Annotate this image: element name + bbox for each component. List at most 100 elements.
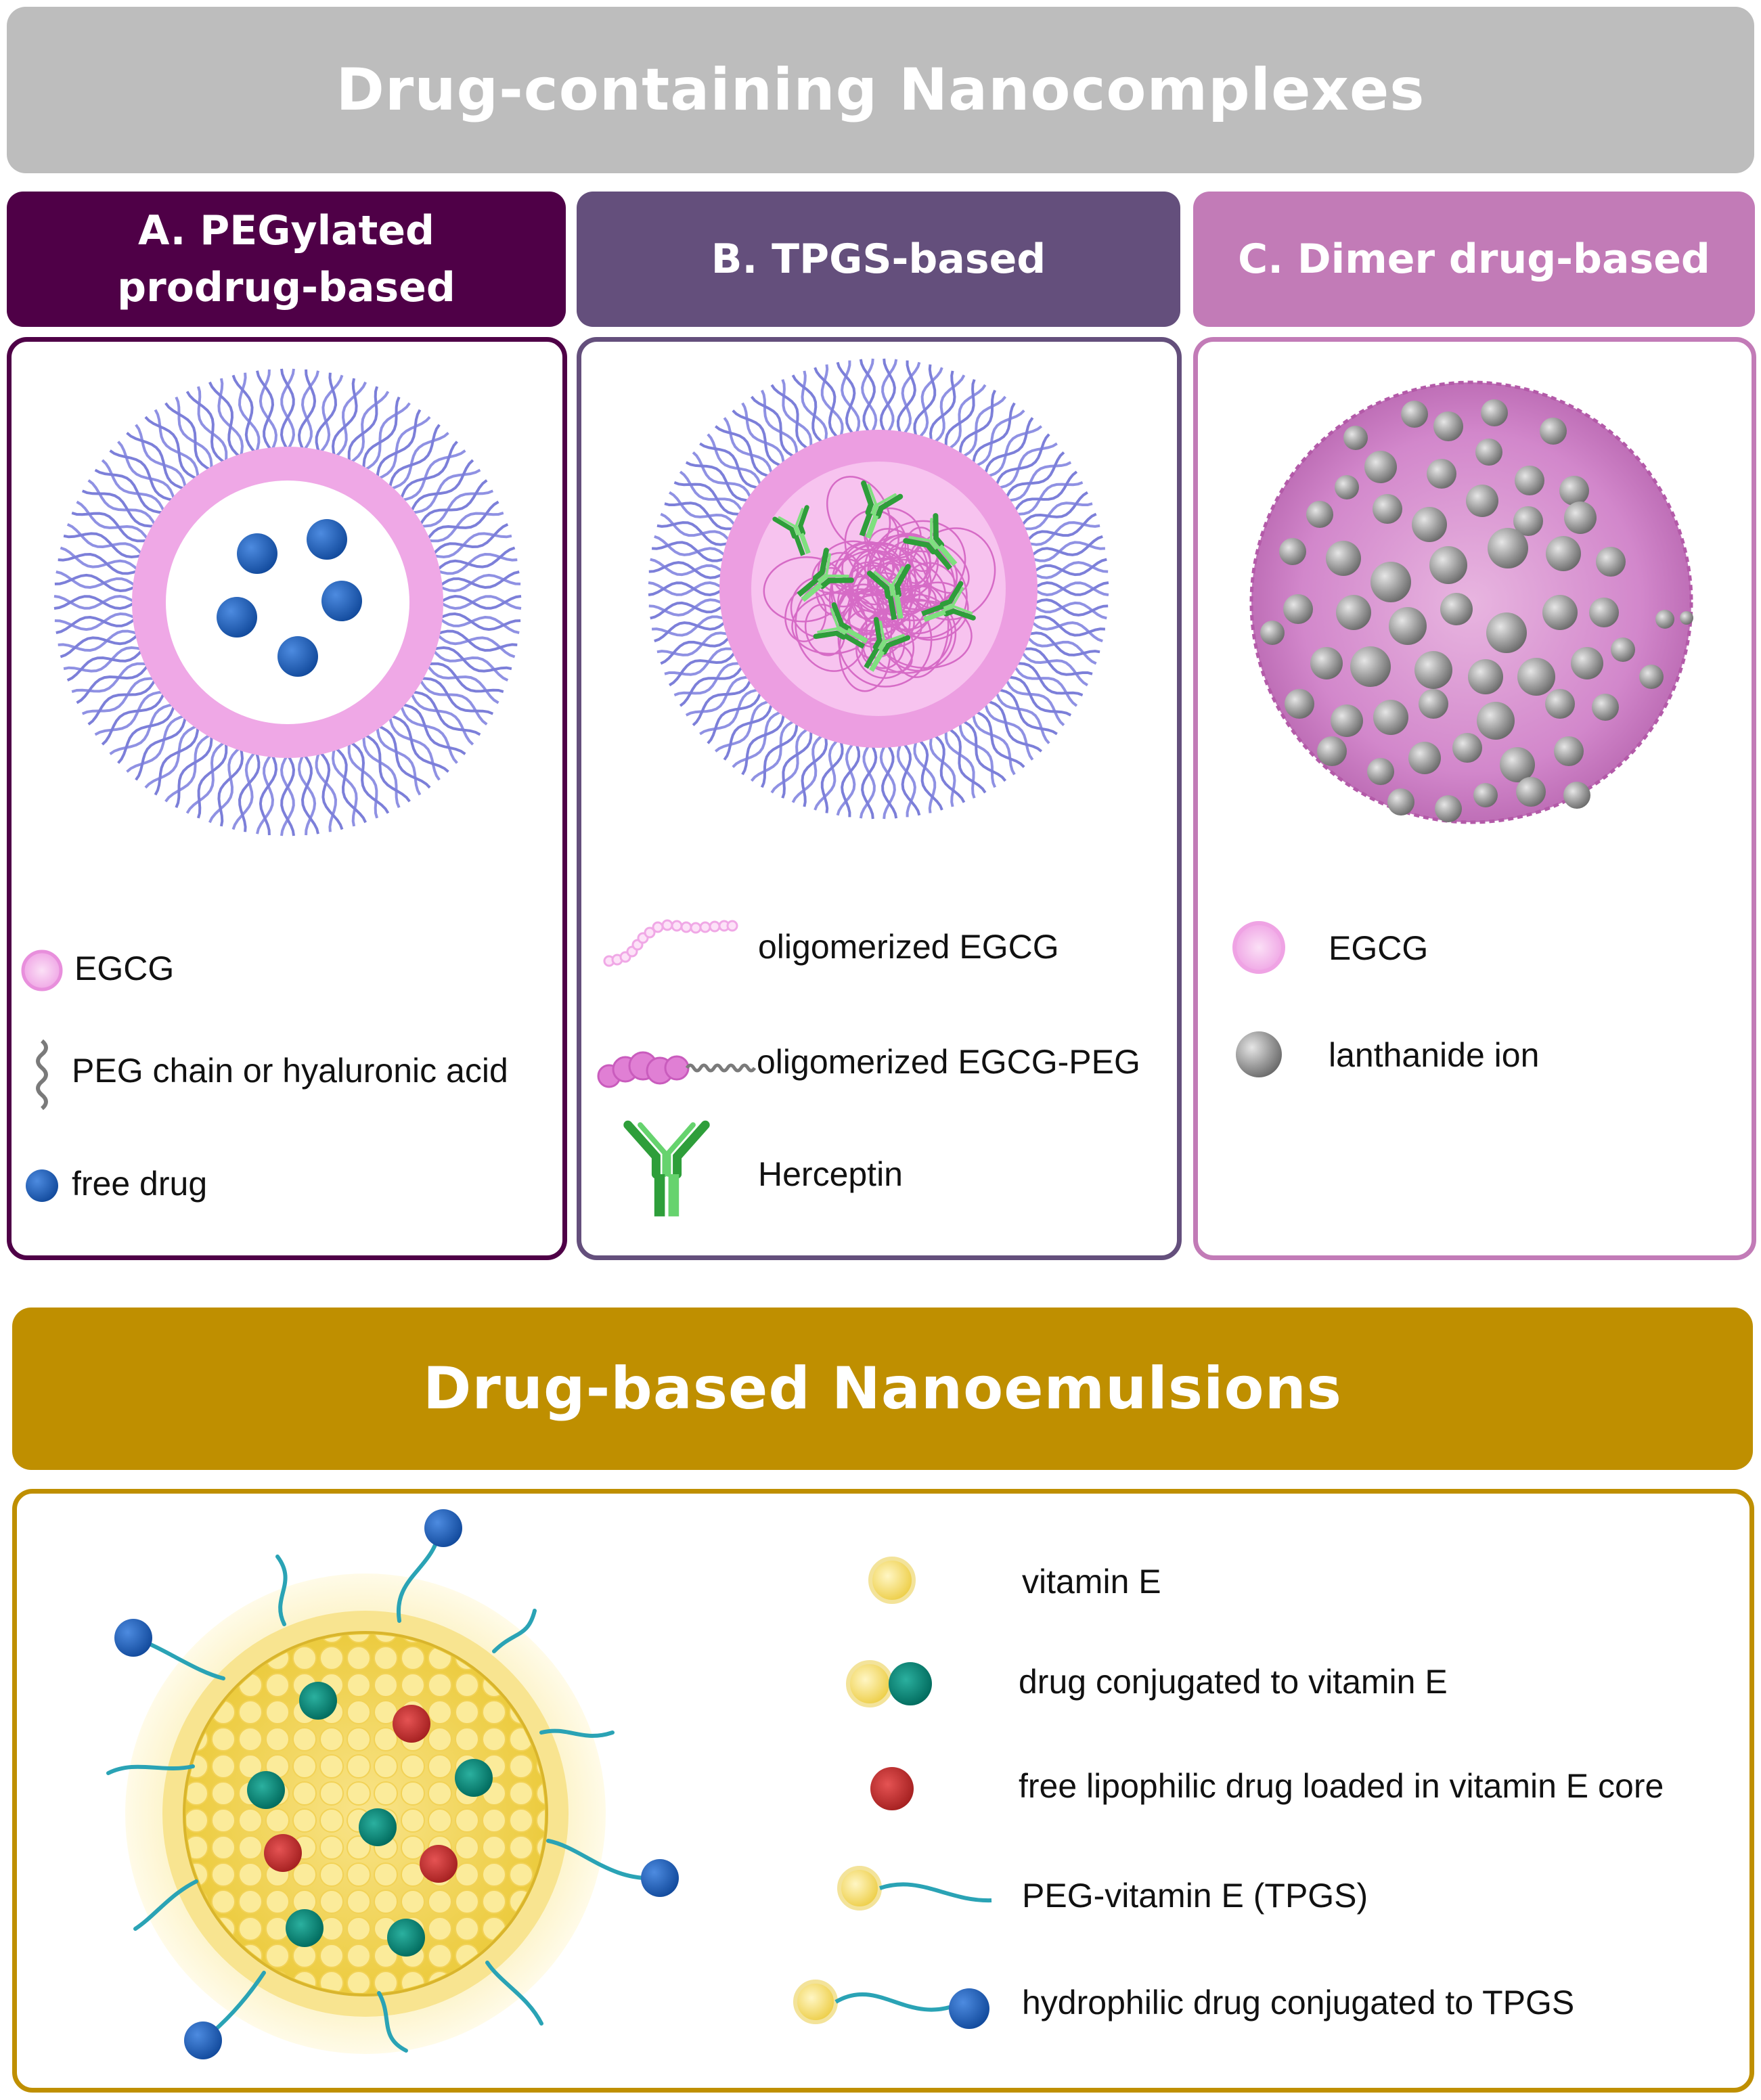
vitamin-e-droplet [347, 1646, 371, 1670]
vitamin-e-legend-icon [868, 1557, 916, 1604]
peg-chain [175, 734, 213, 809]
peg-chain [347, 386, 379, 464]
title-nanocomplexes: Drug-containing Nanocomplexes [336, 56, 1425, 124]
lipophilic-drug [393, 1705, 430, 1743]
oligomer-loop [910, 540, 970, 594]
peg-chain [185, 390, 227, 465]
tpgs-chain [485, 1961, 543, 2026]
egcg-bead [652, 921, 664, 933]
peg-chain [208, 746, 242, 824]
peg-chain [144, 724, 199, 789]
peg-chain [654, 535, 729, 559]
lanthanide-legend-icon [1236, 1031, 1282, 1077]
peg-chain [318, 750, 344, 830]
peg-chain [1025, 521, 1100, 546]
lipophilic-drug [420, 1845, 458, 1883]
vitamin-e-droplet [347, 1634, 371, 1643]
vitamin-e-droplet [319, 1781, 344, 1806]
lanthanide-ion [1559, 476, 1589, 506]
peg-chain [60, 546, 140, 572]
peg-chain [238, 751, 261, 832]
herceptin [859, 481, 904, 539]
vitamin-e-droplet [319, 1917, 344, 1941]
vitamin-e-droplet [428, 1700, 452, 1724]
vitamin-e-droplet [374, 1862, 398, 1887]
title-banner-nanocomplexes: Drug-containing Nanocomplexes [7, 7, 1754, 173]
lanthanide-ion [1466, 485, 1498, 517]
peg-chain [432, 532, 512, 559]
peg-chain [419, 489, 494, 528]
peg-chain [435, 633, 516, 658]
vitamin-e-droplet [211, 1727, 236, 1751]
herceptin [813, 602, 868, 649]
peg-chain [349, 740, 390, 814]
peg-chain [409, 691, 474, 746]
peg-chain [259, 753, 278, 836]
peg-chain [315, 372, 338, 454]
egcg-bead [709, 920, 721, 933]
peg-chain [994, 688, 1050, 744]
peg-chain [660, 512, 732, 544]
peg-chain [664, 647, 737, 676]
lanthanide-ion [1542, 595, 1578, 630]
peg-chain [1029, 541, 1105, 562]
drug-conjugated-vitamin-e-legend-icon [846, 1660, 932, 1707]
peg-chain [431, 648, 509, 682]
peg-chain [208, 381, 242, 459]
peg-chain [692, 676, 753, 727]
peg-chain [217, 746, 244, 827]
lanthanide-ion [1373, 494, 1402, 524]
peg-chain [958, 389, 997, 458]
lanthanide-ion [1343, 426, 1368, 450]
tpgs-chain [546, 1839, 659, 1881]
peg-chain [859, 742, 876, 819]
peg-chain [331, 378, 358, 458]
vitamin-e-droplet [319, 1835, 344, 1860]
peg-chain [1020, 647, 1093, 676]
peg-chain [280, 368, 296, 451]
panel-nanoemulsions [12, 1489, 1754, 2093]
peg-chain [650, 601, 726, 620]
peg-chain [652, 541, 728, 562]
vitamin-e-droplet [319, 1727, 344, 1751]
tpgs-chain [492, 1609, 537, 1653]
vitamin-e-droplet [509, 1862, 533, 1887]
vitamin-e-droplet [211, 1862, 236, 1887]
lanthanide-ion [1412, 507, 1447, 542]
peg-chain [664, 501, 737, 531]
lanthanide-ion [1260, 621, 1285, 645]
peg-chain [1025, 512, 1097, 544]
vitamin-e-droplet [319, 1754, 344, 1779]
peg-chain [109, 702, 175, 755]
vitamin-e-droplet [428, 1944, 452, 1968]
vitamin-e-droplet [482, 1862, 506, 1887]
lanthanide-ion [1545, 689, 1575, 719]
vitamin-e-droplet [292, 1646, 317, 1670]
tpgs-chain [106, 1764, 195, 1775]
peg-chain [983, 700, 1034, 761]
peg-chain [732, 709, 785, 768]
peg-chain [801, 370, 828, 445]
peg-chain [692, 451, 753, 501]
header-dimer-drug: C. Dimer drug-based [1193, 192, 1755, 327]
peg-chain [1028, 619, 1103, 643]
peg-chain [836, 361, 857, 437]
peg-chain [972, 709, 1025, 768]
tpgs-chain [133, 1879, 198, 1931]
peg-chain [654, 619, 729, 643]
peg-chain [1004, 451, 1065, 501]
vitamin-e-droplet [292, 1754, 317, 1779]
vitamin-e-droplet [347, 1917, 371, 1941]
peg-chain [900, 740, 921, 816]
peg-chain [1012, 470, 1078, 515]
peg-chain [439, 595, 522, 610]
vitamin-e-droplet [347, 1673, 371, 1697]
peg-chain [349, 390, 390, 465]
oligomer-loop [855, 562, 921, 627]
vitamin-e-droplet [509, 1835, 533, 1860]
peg-chain [995, 442, 1058, 490]
lanthanide-ion [1435, 795, 1462, 822]
herceptin [903, 513, 958, 571]
vitamin-e-droplet [347, 1862, 371, 1887]
lanthanide-ion [1387, 788, 1414, 816]
